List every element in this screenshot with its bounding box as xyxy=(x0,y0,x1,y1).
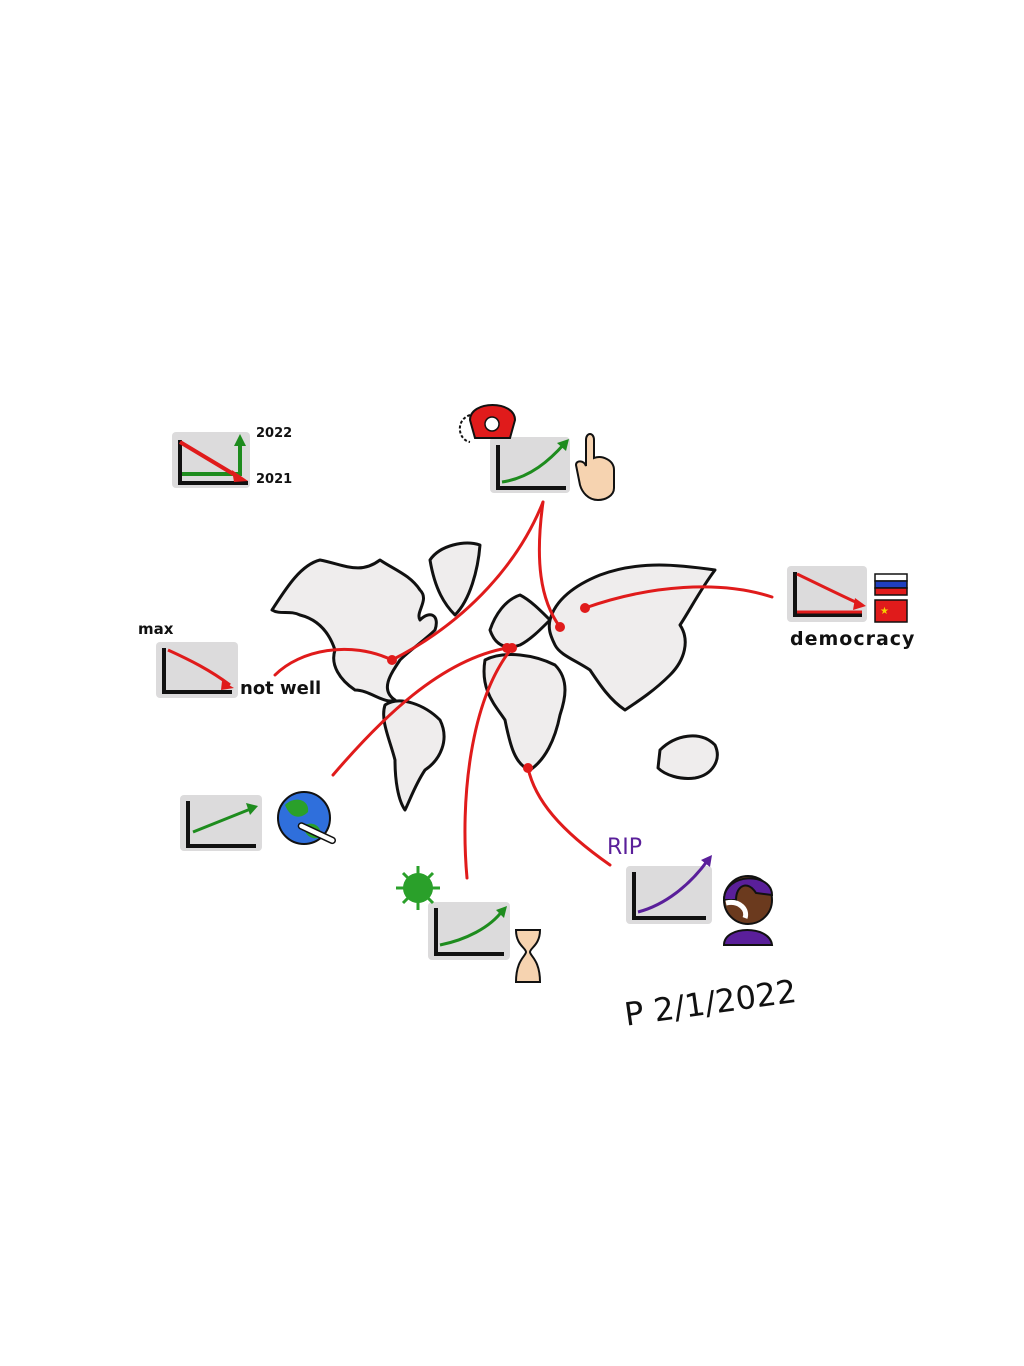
connector-phone-europe xyxy=(537,500,562,629)
trend-chart-year-comparison xyxy=(172,432,250,488)
grim-reaper-icon xyxy=(722,875,774,946)
asia xyxy=(547,563,717,712)
africa xyxy=(482,653,567,772)
trend-chart-climate xyxy=(180,795,262,851)
trend-chart-deaths xyxy=(626,855,712,924)
south-america xyxy=(382,699,446,812)
year-2021-label: 2021 xyxy=(256,472,293,487)
china-flag-icon: ★ xyxy=(874,599,908,623)
virus-icon xyxy=(396,866,440,910)
connector-rip xyxy=(526,766,612,867)
telephone-icon xyxy=(458,404,517,443)
location-dots xyxy=(387,603,590,773)
trend-chart-phone xyxy=(490,437,570,493)
world-map xyxy=(270,541,719,812)
max-label: max xyxy=(138,620,174,638)
connector-democracy xyxy=(583,585,774,610)
connector-lines xyxy=(273,500,774,880)
connector-phone-usa xyxy=(390,500,545,662)
pointing-hand-icon xyxy=(574,433,615,502)
russia-flag-icon xyxy=(874,573,908,596)
greenland xyxy=(428,541,482,617)
trend-chart-russia-china xyxy=(787,566,867,622)
connector-climate xyxy=(331,646,509,777)
sick-earth-icon xyxy=(277,791,337,845)
svg-text:★: ★ xyxy=(880,606,889,617)
australia xyxy=(656,734,719,780)
rip-label: RIP xyxy=(607,835,643,860)
not-well-label: not well xyxy=(240,678,322,699)
europe xyxy=(488,593,552,649)
year-2022-label: 2022 xyxy=(256,426,293,441)
trend-chart-health xyxy=(156,642,238,698)
democracy-label: democracy xyxy=(790,628,916,650)
hourglass-icon xyxy=(514,929,542,983)
trend-chart-covid xyxy=(428,902,510,960)
connector-covid xyxy=(463,646,514,880)
connector-health xyxy=(273,647,394,677)
